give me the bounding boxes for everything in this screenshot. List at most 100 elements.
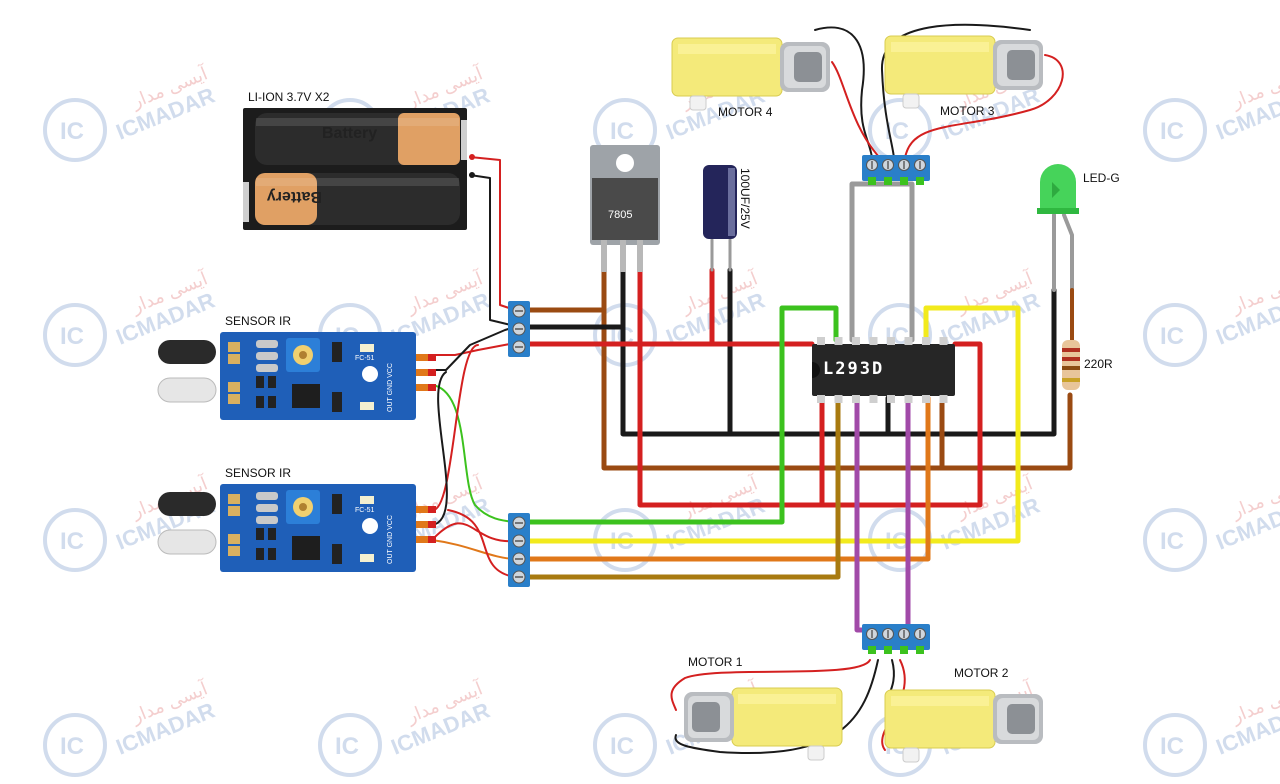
wire-orange (527, 395, 931, 562)
motor-shaft (689, 95, 707, 111)
sensor-pin-label: OUT GND VCC (387, 363, 394, 412)
wires (431, 23, 1074, 754)
chip-pin (939, 395, 948, 403)
terminal-pin (916, 646, 924, 654)
wire-grey (849, 181, 915, 343)
wire-thin-red (831, 61, 881, 159)
watermark-ic-text: IC (60, 733, 84, 760)
chip-pin (904, 395, 913, 403)
watermark-ic-text: IC (1160, 733, 1184, 760)
motor-label: MOTOR 4 (718, 105, 773, 119)
header-pin (416, 354, 430, 361)
chip-pin (869, 395, 878, 403)
terminal-pin (868, 646, 876, 654)
sensor-model-label: FC-51 (355, 507, 375, 514)
ir-receiver (158, 492, 216, 516)
header-pin (416, 369, 430, 376)
resistor: 220R (1062, 340, 1113, 390)
terminal-pin (868, 177, 876, 185)
wire-thin-black (880, 23, 1031, 159)
battery-pack: Battery Battery LI-ION 3.7V X2 (243, 90, 475, 230)
wire-grey (1062, 213, 1074, 292)
chip-pin (939, 337, 948, 345)
capacitor-label: 100UF/25V (738, 168, 752, 229)
header-pin (416, 521, 430, 528)
capacitor: 100UF/25V (703, 165, 752, 239)
chip-pin (887, 337, 895, 345)
motor-label: MOTOR 1 (688, 655, 743, 669)
watermark-ic-text: IC (60, 118, 84, 145)
dc-gear-motor (884, 689, 1043, 763)
terminal-block (508, 301, 530, 357)
chip-pin (852, 395, 860, 403)
wire-brown (527, 269, 607, 313)
dc-gear-motor (884, 35, 1043, 109)
ir-receiver (158, 340, 216, 364)
terminal-pin (884, 177, 892, 185)
sensor-pin-label: OUT GND VCC (387, 515, 394, 564)
motor-shaft (902, 93, 920, 109)
ir-emitter (157, 529, 217, 555)
chip-pin (869, 337, 878, 345)
sensor-label: SENSOR IR (225, 314, 291, 328)
chip-pin (834, 337, 843, 345)
wire-red (637, 269, 983, 508)
battery-cell-label: Battery (322, 125, 377, 142)
chip-pin (904, 337, 913, 345)
watermark-ic-text: IC (335, 733, 359, 760)
wire-thin-black (469, 174, 516, 327)
chip-pin (887, 395, 895, 403)
wire-thin-yellow (431, 539, 516, 560)
terminal-pin (884, 646, 892, 654)
dc-gear-motor (671, 37, 830, 111)
chip-pin (834, 395, 843, 403)
sensor-label: SENSOR IR (225, 466, 291, 480)
motor-shaft (902, 747, 920, 763)
header-pin (416, 536, 430, 543)
wire-black (527, 269, 626, 330)
watermark-ic-text: IC (610, 733, 634, 760)
wire-thin-red (904, 54, 1064, 159)
terminal-block (508, 513, 530, 587)
wire-thin-red (469, 156, 516, 311)
led-label: LED-G (1083, 171, 1120, 185)
motor-label: MOTOR 3 (940, 104, 995, 118)
wire-thin-red (431, 522, 516, 543)
chip-pin (922, 395, 930, 403)
terminal-block (862, 155, 930, 185)
wire-thin-black (431, 371, 448, 526)
terminal-pin (916, 177, 924, 185)
battery-cell-label: Battery (267, 188, 322, 205)
wire-thin-red (447, 509, 516, 578)
watermark-ic-text: IC (610, 118, 634, 145)
terminal-pin (900, 646, 908, 654)
motors (671, 35, 1043, 763)
motor-driver-chip: L293D (812, 337, 955, 403)
wire-green (527, 305, 839, 525)
wire-olive (527, 395, 841, 580)
wire-thin-red (670, 659, 871, 711)
resistor-label: 220R (1084, 357, 1113, 371)
motor-label: MOTOR 2 (954, 666, 1009, 680)
terminal-block (862, 624, 930, 654)
wire-thin-black (674, 659, 879, 754)
wire-thin-red (431, 344, 479, 511)
chip-pin (817, 337, 825, 345)
wire-thin-green (431, 384, 516, 523)
chip-pin (922, 337, 930, 345)
ir-emitter (157, 377, 217, 403)
motor-shaft (807, 745, 825, 761)
sensor-model-label: FC-51 (355, 355, 375, 362)
terminal-pin (900, 177, 908, 185)
led-green: LED-G (1037, 164, 1120, 214)
watermark-ic-text: IC (1160, 323, 1184, 350)
dc-gear-motor (684, 687, 843, 761)
header-pin (416, 384, 430, 391)
